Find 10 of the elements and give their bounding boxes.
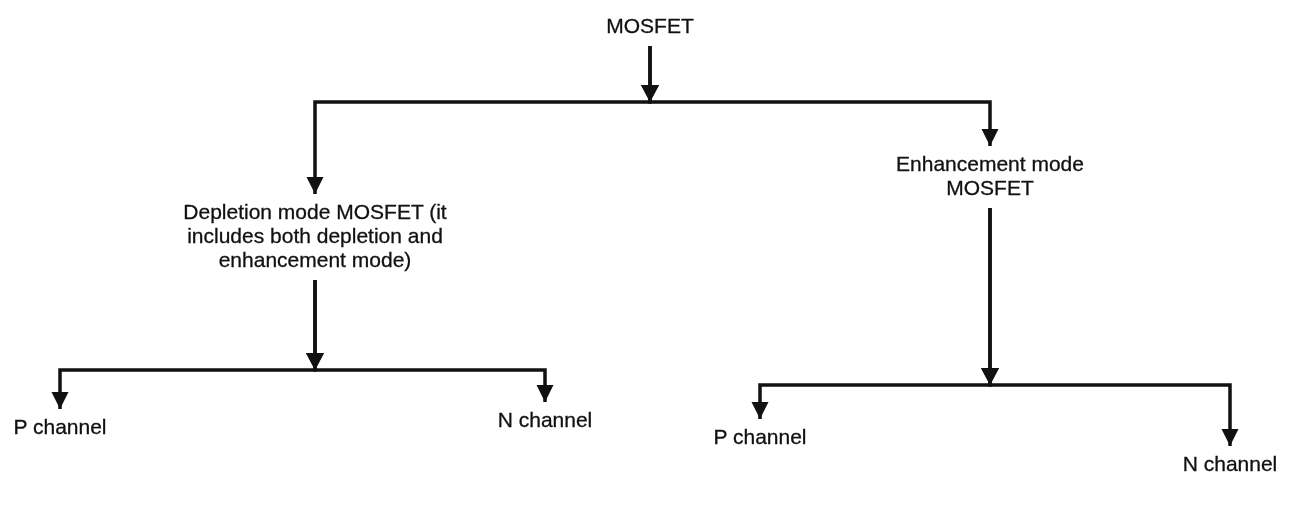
- node-label: P channel: [0, 415, 120, 439]
- arrow: [306, 280, 554, 402]
- node-label: Enhancement mode MOSFET: [855, 152, 1125, 200]
- node-label: N channel: [1170, 452, 1290, 476]
- node-label: MOSFET: [590, 14, 710, 38]
- arrow: [981, 208, 1239, 446]
- node-label: P channel: [700, 425, 820, 449]
- node-label: N channel: [485, 408, 605, 432]
- node-label: Depletion mode MOSFET (it includes both depletion and enhancement mode): [175, 200, 455, 272]
- arrow: [641, 46, 999, 146]
